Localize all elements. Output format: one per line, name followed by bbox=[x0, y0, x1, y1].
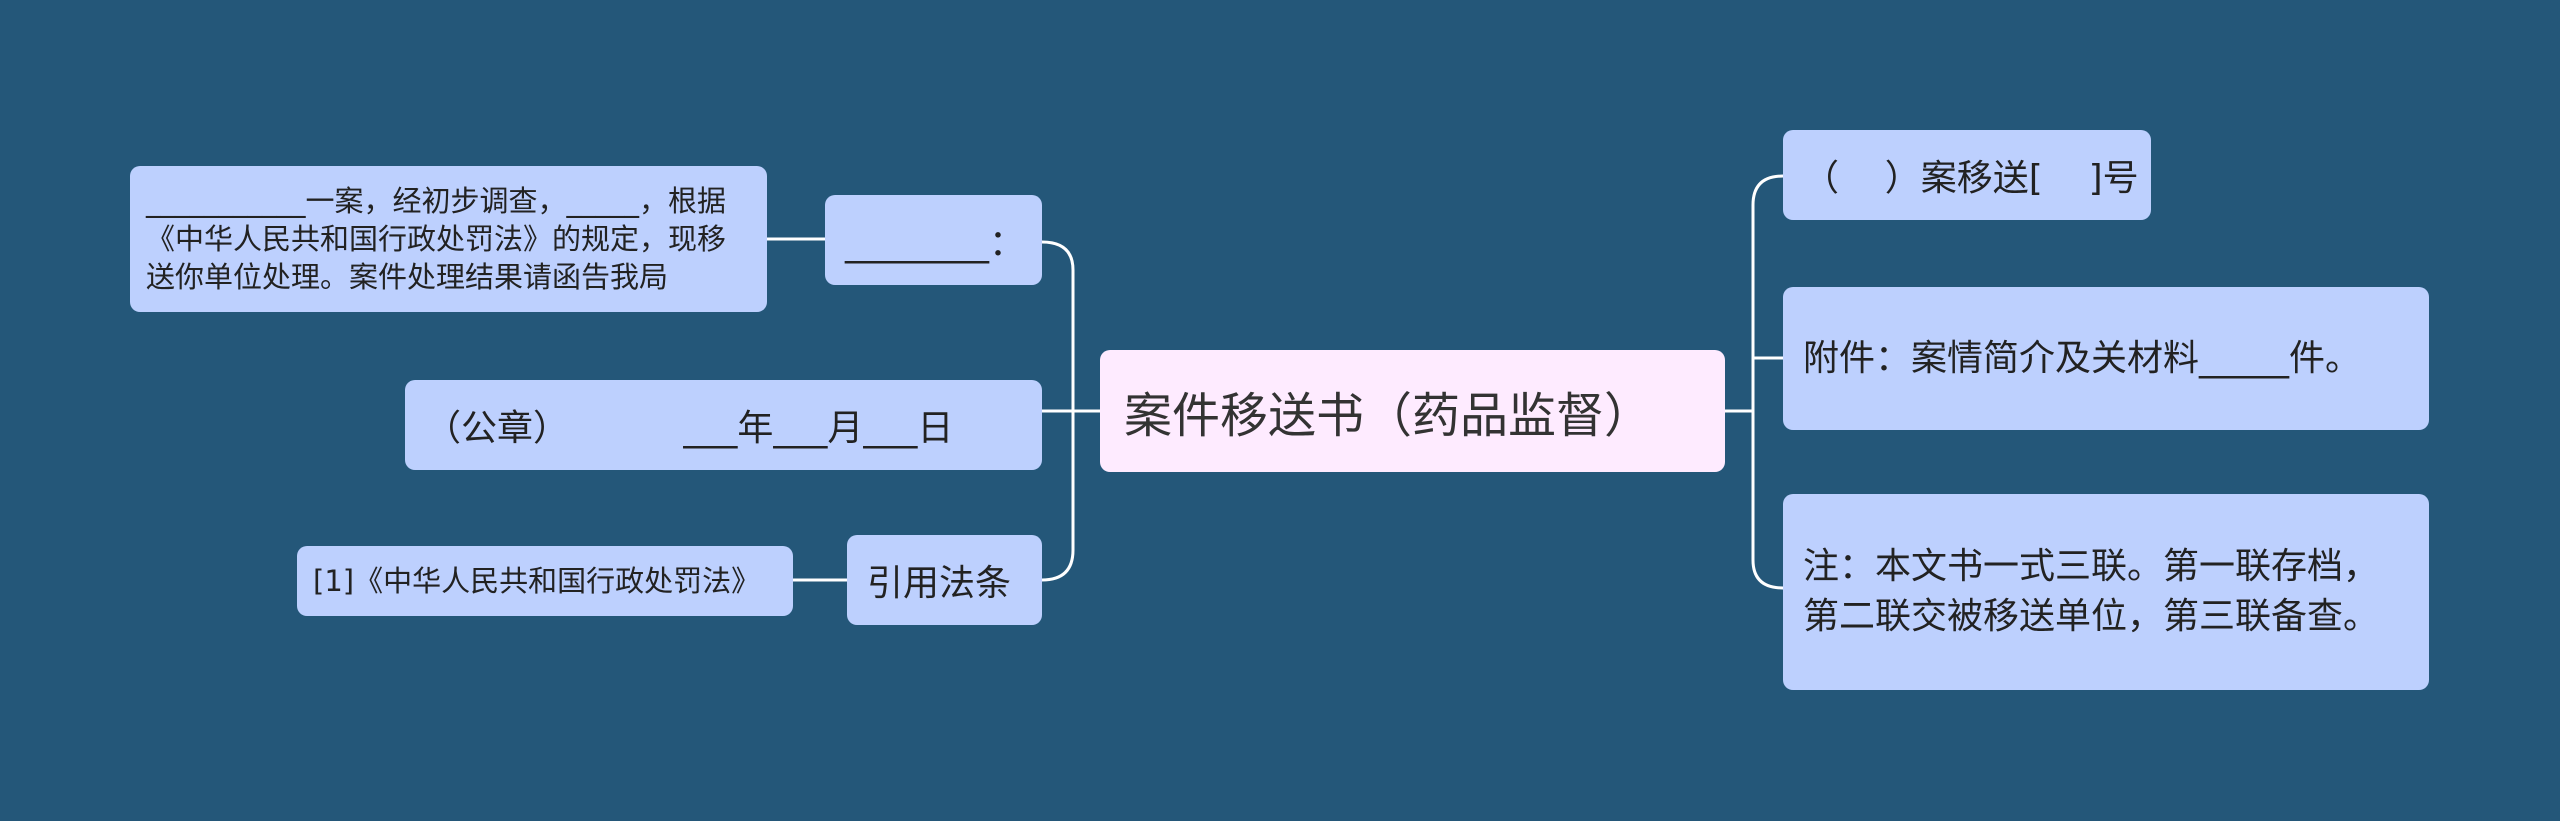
leaf-case-description-text: ___________一案，经初步调查，_____，根据《中华人民共和国行政处罚… bbox=[146, 184, 727, 294]
left-node-cited-law-label: 引用法条 bbox=[867, 563, 1012, 604]
root-title: 案件移送书（药品监督） bbox=[1124, 388, 1653, 444]
leaf-cited-law[interactable]: [1]《中华人民共和国行政处罚法》 bbox=[297, 546, 793, 616]
right-node-attachment-label: 附件：案情简介及关材料_____件。 bbox=[1803, 337, 2362, 379]
connector-right-spine bbox=[1751, 174, 1784, 590]
left-node-seal-date[interactable]: （公章） ___年___月___日 bbox=[405, 380, 1042, 470]
left-node-seal-date-label: （公章） ___年___月___日 bbox=[425, 408, 954, 449]
right-node-note[interactable]: 注：本文书一式三联。第一联存档，第二联交被移送单位，第三联备查。 bbox=[1783, 494, 2429, 690]
left-node-recipient-label: ________： bbox=[845, 223, 1026, 264]
leaf-cited-law-text: [1]《中华人民共和国行政处罚法》 bbox=[313, 564, 761, 598]
right-node-note-label: 注：本文书一式三联。第一联存档，第二联交被移送单位，第三联备查。 bbox=[1803, 546, 2380, 637]
leaf-case-description[interactable]: ___________一案，经初步调查，_____，根据《中华人民共和国行政处罚… bbox=[130, 166, 767, 312]
left-node-cited-law[interactable]: 引用法条 bbox=[847, 535, 1042, 625]
right-node-attachment[interactable]: 附件：案情简介及关材料_____件。 bbox=[1783, 287, 2429, 430]
left-node-recipient[interactable]: ________： bbox=[825, 195, 1042, 285]
root-node[interactable]: 案件移送书（药品监督） bbox=[1100, 350, 1725, 472]
right-node-case-number-label: （ ）案移送[ ]号 bbox=[1803, 158, 2139, 199]
right-node-case-number[interactable]: （ ）案移送[ ]号 bbox=[1783, 130, 2151, 220]
